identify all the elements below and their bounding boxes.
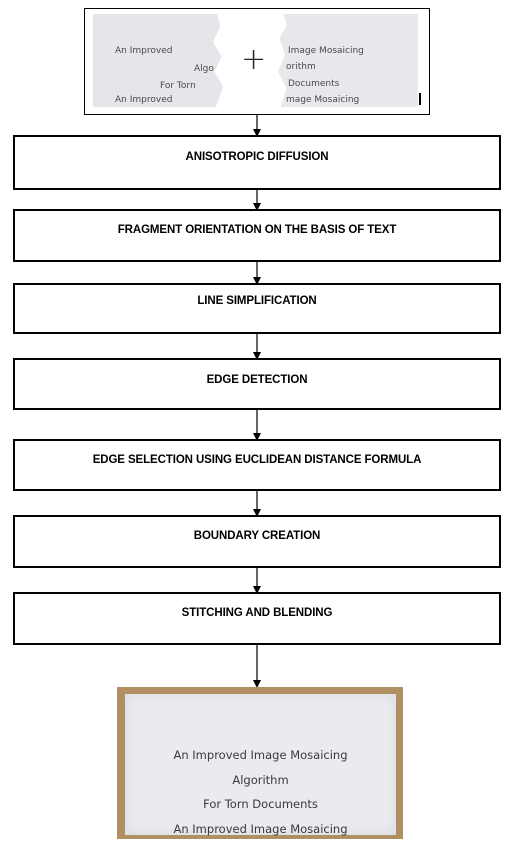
output-document-image: An Improved Image Mosaicing Algorithm Fo…: [117, 687, 403, 839]
step-label: EDGE SELECTION USING EUCLIDEAN DISTANCE …: [92, 454, 422, 466]
step-anisotropic-diffusion: ANISOTROPIC DIFFUSION: [13, 135, 501, 190]
step-label: BOUNDARY CREATION: [193, 530, 321, 542]
step-fragment-orientation: FRAGMENT ORIENTATION ON THE BASIS OF TEX…: [13, 209, 501, 262]
left-fragment-line-2: Algo: [194, 64, 214, 74]
input-fragments-panel: An Improved Algo For Torn An Improved + …: [84, 8, 430, 115]
cursor-mark: [419, 93, 421, 105]
step-label: EDGE DETECTION: [206, 374, 308, 386]
step-label: LINE SIMPLIFICATION: [197, 295, 317, 307]
right-fragment-line-2: orithm: [286, 62, 316, 72]
output-paper-sheet: An Improved Image Mosaicing Algorithm Fo…: [125, 694, 396, 836]
step-stitching-and-blending: STITCHING AND BLENDING: [13, 592, 501, 645]
step-label: ANISOTROPIC DIFFUSION: [185, 151, 329, 163]
step-line-simplification: LINE SIMPLIFICATION: [13, 283, 501, 334]
plus-icon: +: [241, 42, 267, 77]
step-edge-detection: EDGE DETECTION: [13, 358, 501, 410]
left-fragment-image: An Improved Algo For Torn An Improved: [93, 14, 224, 107]
step-boundary-creation: BOUNDARY CREATION: [13, 515, 501, 568]
step-label: STITCHING AND BLENDING: [181, 607, 333, 619]
left-fragment-line-1: An Improved: [115, 46, 173, 56]
right-fragment-image: Image Mosaicing orithm Documents mage Mo…: [277, 14, 418, 107]
right-fragment-line-4: mage Mosaicing: [286, 95, 360, 105]
output-line-4: An Improved Image Mosaicing: [173, 822, 348, 836]
left-fragment-line-3: For Torn: [160, 81, 196, 91]
right-fragment-line-1: Image Mosaicing: [288, 46, 364, 56]
step-edge-selection: EDGE SELECTION USING EUCLIDEAN DISTANCE …: [13, 439, 501, 491]
output-line-1: An Improved Image Mosaicing: [173, 748, 348, 762]
step-label: FRAGMENT ORIENTATION ON THE BASIS OF TEX…: [117, 224, 397, 236]
output-line-2: Algorithm: [232, 773, 289, 787]
left-fragment-line-4: An Improved: [115, 95, 173, 105]
output-line-3: For Torn Documents: [203, 797, 318, 811]
right-fragment-line-3: Documents: [288, 79, 340, 89]
